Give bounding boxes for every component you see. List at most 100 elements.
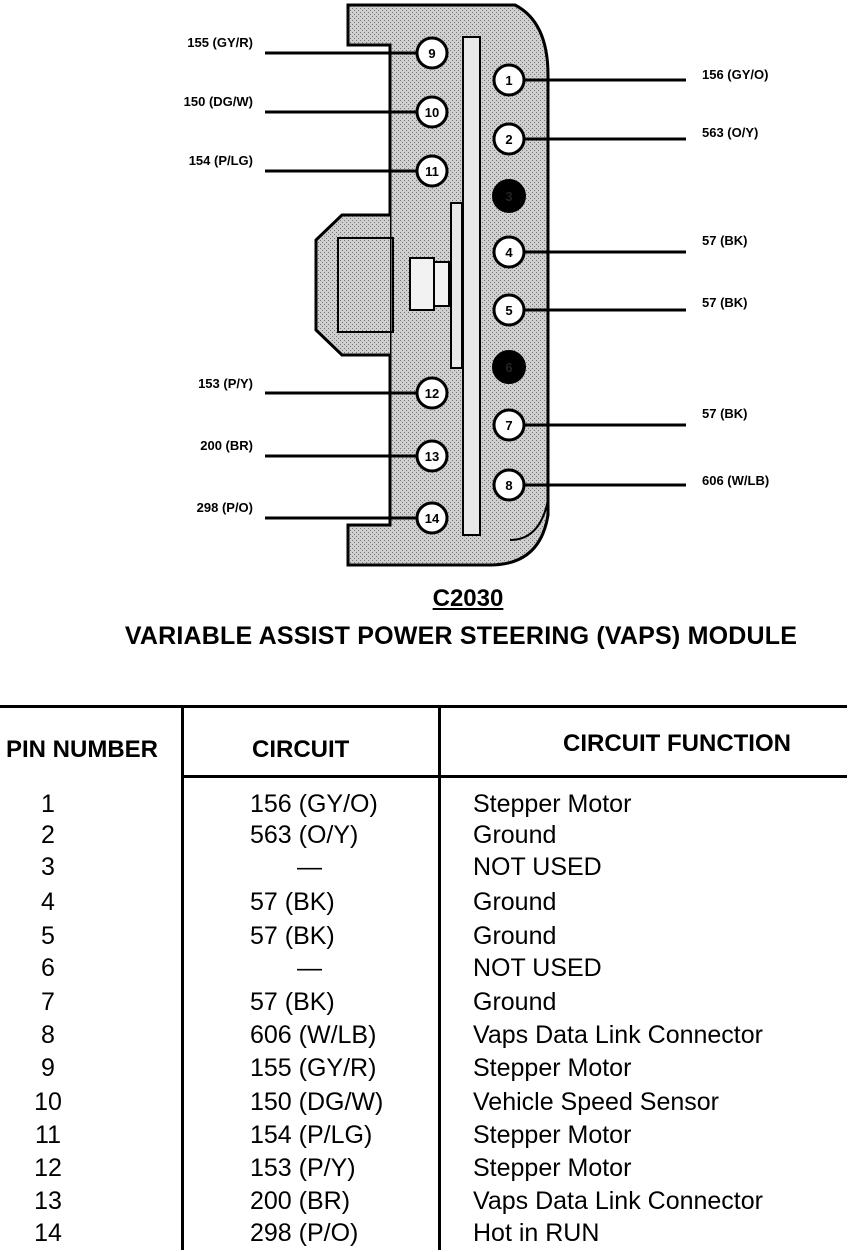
pin-number: 4 [505,245,513,260]
table-row: 5 57 (BK) Ground [0,922,864,955]
pin-3: 3 [492,179,526,213]
table-row: 8 606 (W/LB) Vaps Data Link Connector [0,1021,864,1054]
wire-label-5: 57 (BK) [702,295,748,310]
housing-lip [509,499,549,541]
pin-number: 9 [428,46,435,61]
pin-cell: 13 [34,1187,62,1215]
connector-diagram: 9 10 11 12 13 14 1 2 3 4 5 6 [184,3,769,567]
circuit-cell: — [297,853,322,881]
pin-1: 1 [492,63,526,97]
pin-number: 11 [425,164,439,179]
wire-label-4: 57 (BK) [702,233,748,248]
pin-number: 13 [425,449,439,464]
pin-13: 13 [415,439,449,473]
column-divider-2 [438,705,441,1250]
pin-5: 5 [492,293,526,327]
table-row: 13 200 (BR) Vaps Data Link Connector [0,1187,864,1220]
pin-6: 6 [492,350,526,384]
wire-label-8: 606 (W/LB) [702,473,769,488]
pin-circle [492,63,526,97]
pin-number: 14 [425,511,440,526]
pin-number: 12 [425,386,439,401]
function-cell: NOT USED [473,853,602,881]
table-row: 4 57 (BK) Ground [0,888,864,921]
table-top-rule [0,705,847,708]
wire-label-13: 200 (BR) [200,438,253,453]
key-block-a [409,257,435,311]
pin-cell: 10 [34,1088,62,1116]
pin-9: 9 [415,36,449,70]
pin-4: 4 [492,235,526,269]
connector-id: C2030 [432,585,504,612]
pin-7: 7 [492,408,526,442]
pin-circle [415,36,449,70]
pin-cell: 14 [34,1219,62,1247]
pin-table: PIN NUMBER CIRCUIT CIRCUIT FUNCTION 1 15… [0,705,864,1250]
pin-cell: 2 [41,821,55,849]
pin-number: 6 [505,360,512,375]
pin-cell: 3 [41,853,55,881]
pin-cell: 8 [41,1021,55,1049]
function-cell: Stepper Motor [473,1054,632,1082]
pin-cell: 12 [34,1154,62,1182]
header-circuit: CIRCUIT [252,736,350,763]
wire-label-2: 563 (O/Y) [702,125,758,140]
pin-circle [415,95,449,129]
pin-circle [415,439,449,473]
function-cell: Stepper Motor [473,1121,632,1149]
pin-circle [492,122,526,156]
pin-cell: 9 [41,1054,55,1082]
pin-12: 12 [415,376,449,410]
circuit-cell: 563 (O/Y) [250,821,359,849]
function-cell: Ground [473,888,557,916]
pin-circle-filled [492,179,526,213]
pin-number: 1 [505,73,512,88]
pin-circle [492,235,526,269]
wire-label-7: 57 (BK) [702,406,748,421]
header-rule [183,775,847,778]
wire-label-10: 150 (DG/W) [184,94,253,109]
pin-cell: 4 [41,888,55,916]
pin-number: 3 [505,189,512,204]
circuit-cell: 200 (BR) [250,1187,351,1215]
latch-window [337,237,394,333]
module-title: VARIABLE ASSIST POWER STEERING (VAPS) MO… [124,622,798,650]
pin-number: 5 [505,303,512,318]
key-block-b [433,261,450,307]
function-cell: Vaps Data Link Connector [473,1187,763,1215]
header-pin-number: PIN NUMBER [6,736,159,763]
pin-cell: 1 [41,790,55,818]
pin-number: 7 [505,418,512,433]
wire-label-11: 154 (P/LG) [189,153,253,168]
pin-14: 14 [415,501,449,535]
column-divider-1 [181,705,184,1250]
function-cell: Hot in RUN [473,1219,600,1247]
circuit-cell: 150 (DG/W) [250,1088,384,1116]
pin-8: 8 [492,468,526,502]
pin-circle [492,293,526,327]
circuit-cell: 154 (P/LG) [250,1121,373,1149]
key-slot-long [462,36,481,536]
header-circuit-function: CIRCUIT FUNCTION [563,730,791,757]
function-cell: Ground [473,988,557,1016]
function-cell: Vaps Data Link Connector [473,1021,763,1049]
function-cell: Vehicle Speed Sensor [473,1088,720,1116]
table-row: 6 — NOT USED [0,954,864,987]
function-cell: Ground [473,922,557,950]
circuit-cell: 57 (BK) [250,988,335,1016]
key-slot-mid [450,202,463,369]
pin-circle-filled [492,350,526,384]
pin-2: 2 [492,122,526,156]
wire-label-14: 298 (P/O) [197,500,253,515]
pin-circle [492,468,526,502]
table-row: 9 155 (GY/R) Stepper Motor [0,1054,864,1087]
pin-cell: 7 [41,988,55,1016]
function-cell: Stepper Motor [473,790,632,818]
pin-number: 10 [425,105,439,120]
table-row: 12 153 (P/Y) Stepper Motor [0,1154,864,1187]
circuit-cell: 606 (W/LB) [250,1021,377,1049]
wire-label-12: 153 (P/Y) [198,376,253,391]
table-row: 3 — NOT USED [0,853,864,886]
wire-label-1: 156 (GY/O) [702,67,768,82]
pin-cell: 6 [41,954,55,982]
